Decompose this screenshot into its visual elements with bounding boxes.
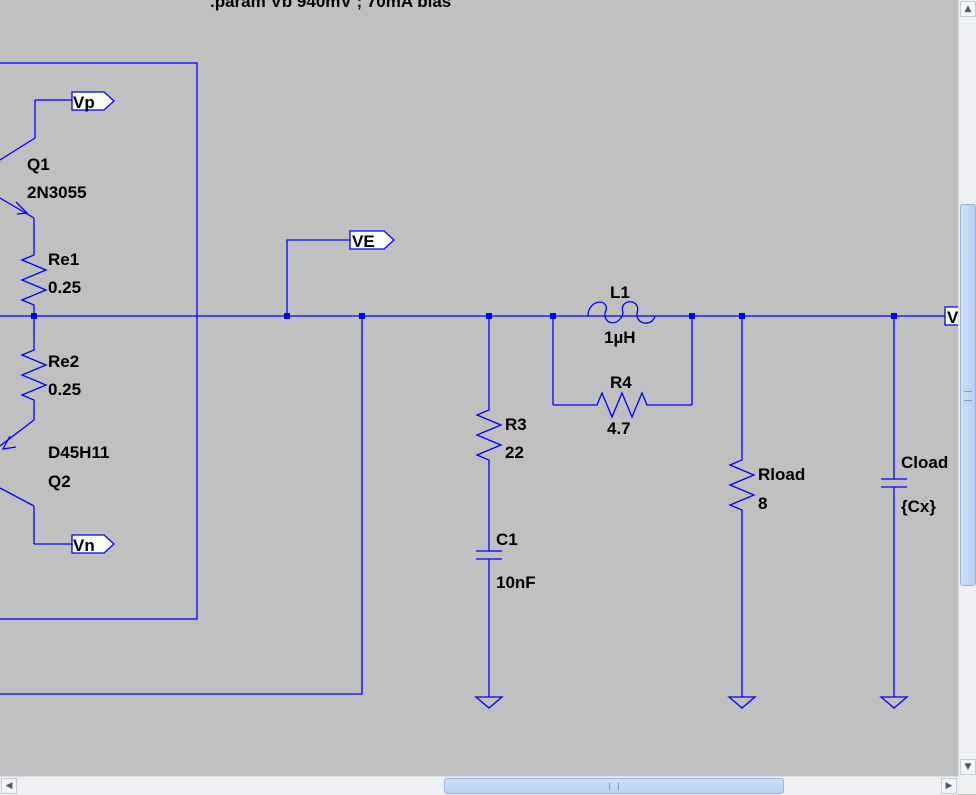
q1-transistor[interactable] <box>0 99 72 250</box>
scroll-up-icon[interactable]: ▲ <box>960 1 976 17</box>
l1-inductor[interactable] <box>552 301 693 405</box>
ground-symbol-2 <box>727 696 757 709</box>
scroll-left-icon[interactable]: ◀ <box>1 778 17 794</box>
grip-icon <box>964 391 972 401</box>
vn-net-flag[interactable] <box>71 534 115 554</box>
horizontal-scroll-thumb[interactable] <box>444 778 784 794</box>
q1-ref: Q1 <box>27 155 50 174</box>
l1-value: 1µH <box>604 328 636 347</box>
horizontal-scrollbar[interactable]: ◀ ▶ <box>0 776 958 795</box>
r3-ref: R3 <box>505 415 527 434</box>
r4-resistor[interactable] <box>553 391 692 419</box>
c1-ref: C1 <box>496 530 518 549</box>
cload-capacitor[interactable] <box>881 316 907 697</box>
spice-directive[interactable]: .param Vb 940mV ; 70mA bias <box>210 0 451 11</box>
vertical-scrollbar[interactable]: ▲ ▼ <box>958 0 976 776</box>
output-stage-box <box>0 62 198 620</box>
ve-tap-wire[interactable] <box>286 239 350 316</box>
vout-net-flag[interactable] <box>944 306 958 326</box>
q2-value: D45H11 <box>48 443 109 462</box>
re1-ref: Re1 <box>48 250 79 269</box>
c1-value: 10nF <box>496 573 536 592</box>
junction-dots <box>31 313 897 319</box>
grip-icon <box>609 783 619 790</box>
ground-symbol-1 <box>474 696 504 709</box>
rload-value: 8 <box>758 494 767 513</box>
q1-value: 2N3055 <box>27 183 87 202</box>
cload-ref: Cload <box>901 453 948 472</box>
cload-value: {Cx} <box>901 497 936 516</box>
feedback-wire[interactable] <box>0 316 363 695</box>
scroll-right-icon[interactable]: ▶ <box>941 778 957 794</box>
vout-label: V <box>947 308 958 327</box>
r4-ref: R4 <box>610 373 632 392</box>
vertical-scroll-thumb[interactable] <box>960 204 976 586</box>
ve-net-flag[interactable] <box>349 230 395 250</box>
c1-capacitor[interactable] <box>476 472 502 697</box>
rload-ref: Rload <box>758 465 805 484</box>
re2-value: 0.25 <box>48 380 81 399</box>
re1-resistor[interactable] <box>20 250 48 316</box>
l1-ref: L1 <box>610 283 630 302</box>
re2-ref: Re2 <box>48 352 79 371</box>
re1-value: 0.25 <box>48 278 81 297</box>
rload-resistor[interactable] <box>728 316 756 697</box>
scrollbar-corner <box>958 776 976 794</box>
vn-label: Vn <box>73 536 95 555</box>
vp-net-flag[interactable] <box>71 91 115 111</box>
r3-resistor[interactable] <box>475 316 503 472</box>
q2-transistor[interactable] <box>0 419 72 545</box>
re2-resistor[interactable] <box>20 316 48 420</box>
schematic-canvas[interactable]: .param Vb 940mV ; 70mA bias Vp VE Vn V Q… <box>0 0 958 776</box>
r3-value: 22 <box>505 443 524 462</box>
scroll-down-icon[interactable]: ▼ <box>960 759 976 775</box>
r4-value: 4.7 <box>607 419 631 438</box>
q2-ref: Q2 <box>48 472 71 491</box>
ground-symbol-3 <box>879 696 909 709</box>
ve-label: VE <box>352 232 375 251</box>
vp-label: Vp <box>73 93 95 112</box>
